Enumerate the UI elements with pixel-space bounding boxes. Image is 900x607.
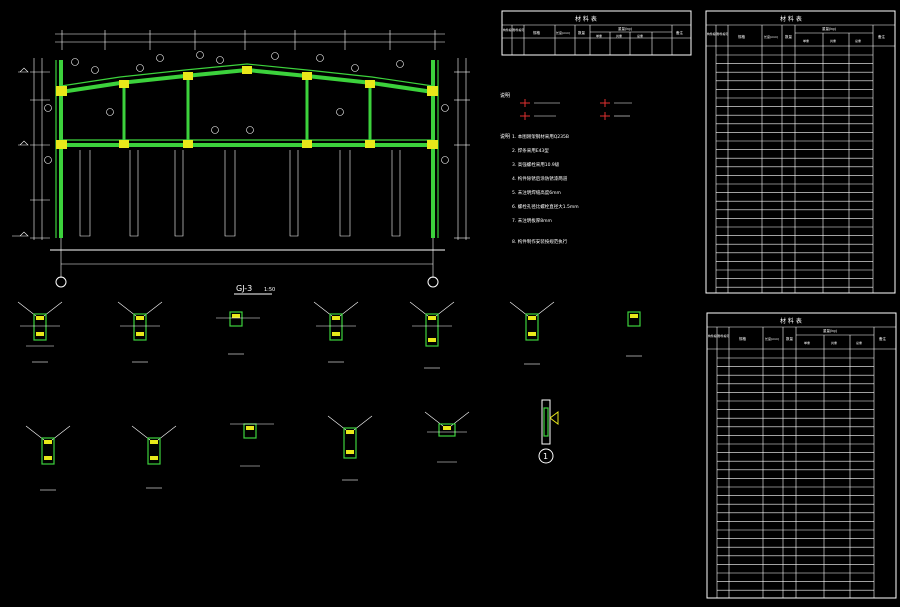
material-table-2: 材 料 表 构件编号 零件编号 规格 长度(mm) 数量 重量(kg) 单重 共…	[705, 10, 896, 294]
node-details: 1	[17, 301, 642, 491]
node-detail	[216, 311, 260, 355]
table3-col-total: 总重	[856, 340, 862, 345]
section-marker: 1	[543, 452, 548, 461]
table2-col-qty: 数量	[785, 34, 793, 39]
table2-col-sum: 共重	[830, 38, 836, 43]
table1-col-length: 长度(mm)	[556, 30, 570, 35]
node-detail	[409, 301, 455, 369]
table1-col-part: 零件编号	[513, 28, 524, 32]
note-4: 4. 构件除锈后涂防锈漆两道	[512, 175, 568, 182]
note-2: 2. 焊条采用E43型	[512, 147, 549, 154]
section-detail: 1	[538, 399, 559, 464]
table1-col-spec: 规格	[533, 30, 541, 35]
table3-col-sum: 共重	[831, 340, 837, 345]
table3-rows	[717, 357, 874, 591]
table3-col-qty: 数量	[786, 336, 794, 341]
table1-col-remark: 备注	[676, 30, 684, 35]
node-detail	[17, 301, 63, 363]
table3-col-weight: 重量(kg)	[823, 328, 838, 333]
table1-col-member: 构件编号	[503, 28, 514, 32]
table3-col-length: 长度(mm)	[765, 336, 779, 341]
material-table-1: 材 料 表 构件编号 零件编号 规格 长度(mm) 数量 重量(kg) 单重 共…	[501, 10, 692, 56]
table1-col-weight: 重量(kg)	[618, 26, 633, 31]
frame-label: GJ-3	[236, 284, 252, 293]
notes-block: 说明 1. 本图刚架钢材采用Q235B 2. 焊条采用E43型 3. 高强螺栓采…	[500, 133, 579, 245]
table2-col-length: 长度(mm)	[764, 34, 778, 39]
table1-title: 材 料 表	[575, 15, 597, 23]
table3-col-member: 构件编号	[708, 334, 719, 338]
node-detail	[509, 301, 555, 365]
node-detail	[25, 425, 71, 491]
note-1: 1. 本图刚架钢材采用Q235B	[512, 133, 569, 140]
table2-col-weight: 重量(kg)	[822, 26, 837, 31]
table1-col-total: 总重	[637, 33, 643, 38]
node-detail	[626, 311, 642, 357]
table2-col-spec: 规格	[738, 34, 746, 39]
table3-col-part: 零件编号	[718, 334, 729, 338]
node-detail	[424, 411, 470, 463]
table3-col-spec: 规格	[739, 336, 747, 341]
table3-title: 材 料 表	[780, 317, 802, 325]
note-title: 说明	[500, 133, 510, 140]
node-detail	[230, 423, 274, 467]
table2-col-total: 总重	[855, 38, 861, 43]
note-8: 8. 构件制作安装按规范执行	[512, 238, 568, 245]
node-detail	[313, 301, 359, 363]
table2-col-part: 零件编号	[717, 32, 728, 36]
table2-title: 材 料 表	[780, 15, 802, 23]
node-detail	[117, 301, 163, 363]
legend-block: 说明	[500, 92, 632, 120]
node-detail	[131, 425, 177, 489]
table2-col-member: 构件编号	[707, 32, 718, 36]
table1-col-unit: 单重	[596, 33, 602, 38]
frame-elevation	[12, 30, 470, 288]
table2-col-unit: 单重	[803, 38, 809, 43]
table1-col-sum: 共重	[616, 33, 622, 38]
frame-scale: 1:50	[264, 287, 275, 293]
table3-col-remark: 备注	[879, 336, 887, 341]
table2-col-remark: 备注	[878, 34, 886, 39]
legend-title: 说明	[500, 92, 510, 99]
note-3: 3. 高强螺栓采用10.9级	[512, 161, 560, 168]
table2-rows	[716, 54, 873, 288]
note-5: 5. 未注明焊缝高度6mm	[512, 189, 561, 196]
material-table-3: 材 料 表 构件编号 零件编号 规格 长度(mm) 数量 重量(kg) 单重 共…	[706, 312, 897, 599]
note-6: 6. 螺栓孔径比螺栓直径大1.5mm	[512, 203, 579, 210]
table1-col-qty: 数量	[578, 30, 586, 35]
node-detail	[327, 415, 373, 481]
note-7: 7. 未注明板厚8mm	[512, 217, 552, 224]
table3-col-unit: 单重	[804, 340, 810, 345]
